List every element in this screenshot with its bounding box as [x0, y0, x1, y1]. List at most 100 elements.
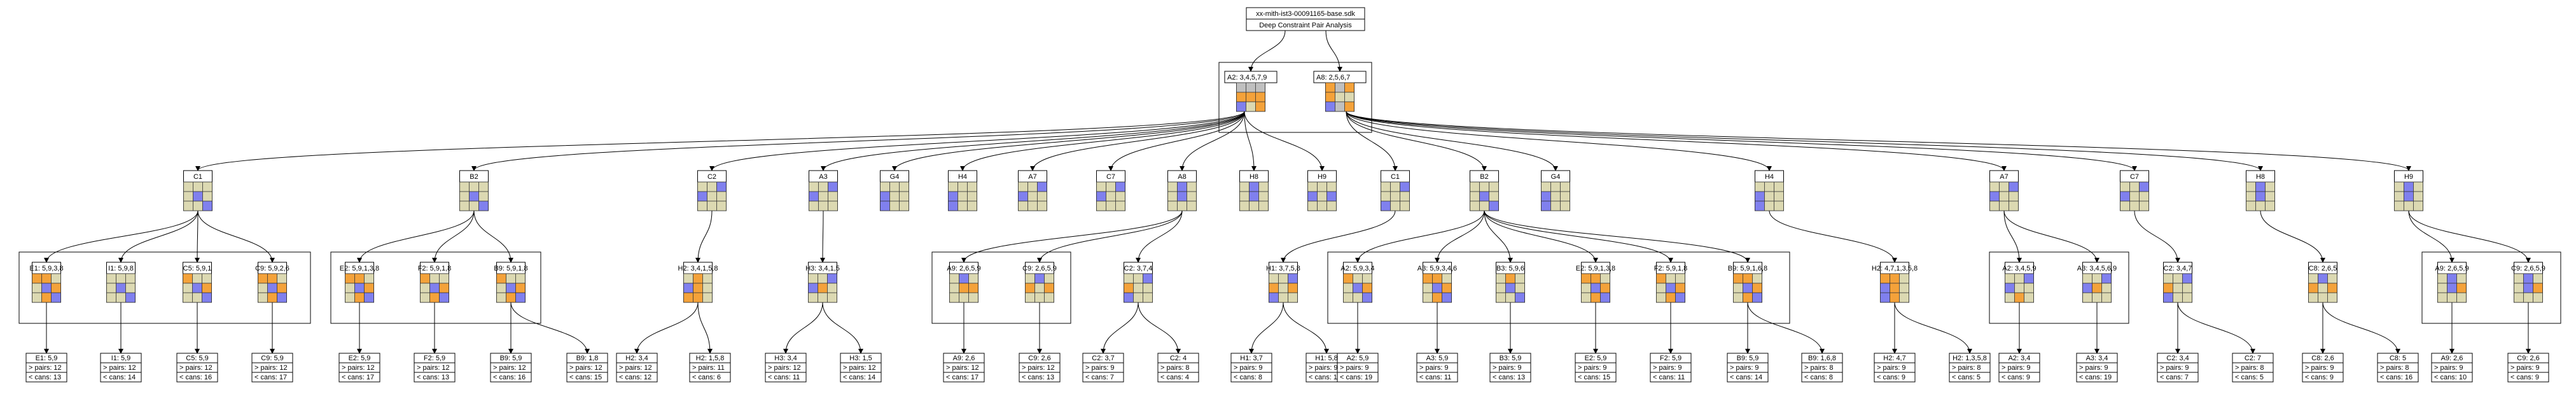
level1-node-label: H4 — [958, 173, 967, 181]
level2-node-label: F2: 5,9,1,8 — [1654, 265, 1688, 272]
leaf-cans: < cans: 9 — [2510, 374, 2539, 381]
level1-node-cell — [1326, 181, 1337, 192]
level1-node-cell — [1037, 191, 1047, 202]
level2-node-cell — [2318, 273, 2328, 284]
level2-node-cell — [968, 273, 978, 284]
level1-node: A7 — [1989, 170, 2019, 211]
level1-node-cell — [469, 181, 479, 192]
level2-node-cell — [1581, 283, 1591, 293]
level2-node-cell — [683, 273, 693, 284]
level2-node: C9: 2,6,5,9 — [1022, 262, 1057, 303]
level1-node-cell — [707, 191, 717, 202]
level1-node-cell — [880, 200, 890, 211]
level2-node-cell — [1890, 273, 1900, 284]
level1-node-cell — [2120, 191, 2130, 202]
level1-node: A3 — [809, 170, 838, 211]
level2-node-cell — [506, 283, 516, 293]
level1-node-cell — [1167, 200, 1178, 211]
leaf-cans: < cans: 12 — [619, 374, 651, 381]
level2-node-cell — [32, 292, 42, 303]
level2-node-cell — [1656, 283, 1666, 293]
leaf-node: C2: 3,4> pairs: 9< cans: 7 — [2157, 353, 2199, 383]
level2-node-cell — [1733, 273, 1743, 284]
level2-node-cell — [2533, 283, 2543, 293]
level1-node-cell — [716, 200, 727, 211]
level2-node-cell — [202, 273, 212, 284]
leaf-label: A3: 3,4 — [2086, 355, 2108, 362]
level2-node: E1: 5,9,3,8 — [29, 262, 64, 303]
level1-node-cell — [1258, 200, 1269, 211]
level1-node: C1 — [1381, 170, 1410, 211]
level2-node-cell — [1656, 273, 1666, 284]
edge — [1244, 111, 1257, 171]
level1-node-cell — [469, 191, 479, 202]
level2-node-cell — [202, 283, 212, 293]
level1-node-cell — [957, 200, 968, 211]
leaf-cans: < cans: 7 — [1085, 374, 1114, 381]
level2-node-cell — [2308, 292, 2318, 303]
root-node-a2-cell — [1255, 92, 1265, 102]
level2-node-cell — [2163, 273, 2173, 284]
leaf-cans: < cans: 11 — [768, 374, 800, 381]
level1-node-cell — [1018, 181, 1028, 192]
level1-node-cell — [1989, 191, 2000, 202]
level2-node-label: F2: 5,9,1,8 — [418, 265, 452, 272]
level2-node-cell — [1343, 273, 1353, 284]
leaf-pairs: > pairs: 9 — [1085, 364, 1115, 372]
edge — [1244, 111, 1325, 171]
level1-node-cell — [1177, 200, 1187, 211]
level2-node: E2: 5,9,1,3,8 — [340, 262, 379, 303]
leaf-node: C2: 3,7> pairs: 9< cans: 7 — [1082, 353, 1124, 383]
level2-node-cell — [116, 292, 126, 303]
level1-node-cell — [957, 191, 968, 202]
leaf-node: H2: 3,4> pairs: 12< cans: 12 — [616, 353, 658, 383]
edge — [2003, 210, 2022, 263]
level1-node-cell — [948, 191, 958, 202]
level2-node-cell — [2318, 283, 2328, 293]
level2-node: H3: 3,4,1,5 — [805, 262, 840, 303]
leaf-row-box — [2232, 372, 2274, 383]
edge — [44, 210, 198, 263]
level2-node-cell — [1362, 283, 1372, 293]
header-subtitle-box — [1246, 18, 1365, 31]
level1-node-cell — [1755, 200, 1765, 211]
cluster-box — [330, 251, 541, 324]
leaf-cans: < cans: 4 — [1160, 374, 1189, 381]
edge — [1283, 302, 1329, 354]
edge — [2322, 302, 2400, 354]
level2-node-cell — [949, 292, 959, 303]
level2-node-cell — [702, 292, 713, 303]
root-node-a8: A8: 2,5,6,7 — [1313, 71, 1367, 112]
level1-node-cell — [2255, 181, 2266, 192]
leaf-node: F2: 5,9> pairs: 9< cans: 11 — [1650, 353, 1692, 383]
level1-node-cell — [2129, 200, 2140, 211]
level2-node-cell — [2005, 292, 2015, 303]
level2-node-cell — [1034, 283, 1045, 293]
level2-node-cell — [1133, 273, 1143, 284]
leaf-pairs: > pairs: 9 — [2079, 364, 2108, 372]
level1-node-cell — [1317, 191, 1327, 202]
level2-node-cell — [1752, 273, 1762, 284]
level2-node-cell — [1600, 283, 1610, 293]
leaf-cans: < cans: 8 — [1234, 374, 1262, 381]
edge — [195, 210, 200, 263]
level2-node-cell — [1025, 292, 1035, 303]
leaf-pairs: > pairs: 9 — [1877, 364, 1906, 372]
level1-node-cell — [1489, 191, 1499, 202]
leaf-cans: < cans: 14 — [103, 374, 136, 381]
level2-node-cell — [808, 273, 818, 284]
level1-node-cell — [1096, 181, 1106, 192]
level2-node-cell — [1124, 273, 1134, 284]
level2-node-cell — [968, 283, 978, 293]
edge — [1435, 210, 1485, 263]
edge — [118, 210, 198, 263]
level2-node-cell — [2163, 283, 2173, 293]
level1-node-cell — [1774, 200, 1784, 211]
root-node-a8-cell — [1344, 82, 1354, 93]
level1-node-label: B2 — [470, 173, 478, 181]
level1-node-cell — [809, 191, 819, 202]
level2-node-cell — [2523, 273, 2533, 284]
level2-node-cell — [1432, 292, 1442, 303]
level2-node-cell — [702, 273, 713, 284]
level2-node-cell — [1288, 292, 1298, 303]
